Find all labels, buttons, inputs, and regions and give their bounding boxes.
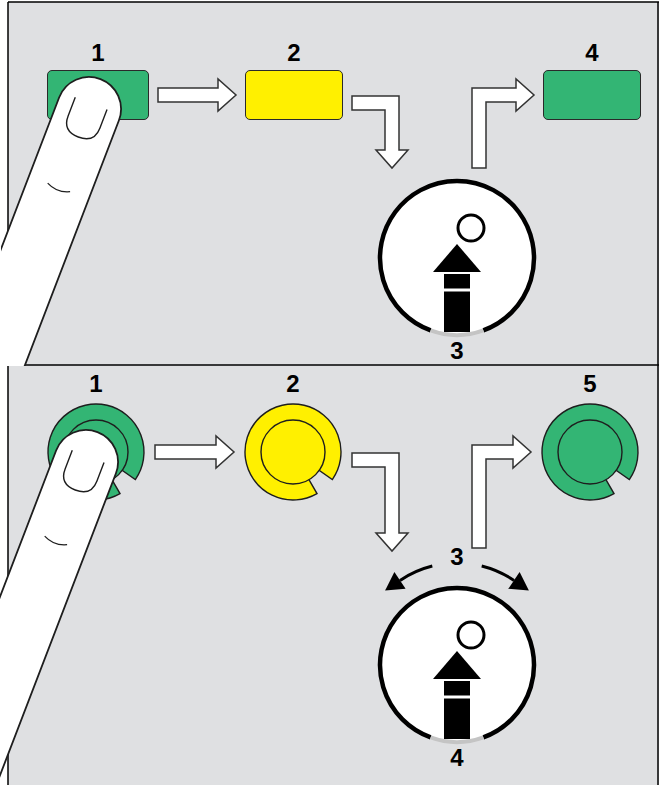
step-number: 4 bbox=[450, 746, 463, 770]
flow-arrow bbox=[352, 453, 408, 551]
step-number: 3 bbox=[450, 545, 463, 569]
push-button: 1 bbox=[46, 402, 146, 502]
flow-arrow bbox=[155, 436, 234, 468]
pointer-shaft bbox=[444, 681, 470, 739]
rotation-arrow bbox=[482, 566, 514, 580]
button-rim bbox=[542, 404, 638, 500]
step-number: 2 bbox=[286, 372, 299, 396]
finger-crease bbox=[47, 183, 70, 194]
rotation-arrow bbox=[400, 566, 432, 580]
button-outline bbox=[46, 402, 146, 502]
flow-arrow bbox=[472, 436, 531, 548]
push-button: 2 bbox=[243, 402, 343, 502]
push-button: 5 bbox=[540, 402, 640, 502]
button-cap bbox=[64, 420, 128, 484]
finger-outline bbox=[0, 421, 127, 785]
pointer-arrow bbox=[433, 651, 481, 679]
finger bbox=[0, 421, 127, 785]
panel-border bbox=[7, 2, 9, 785]
rotation-arrowhead bbox=[385, 572, 406, 590]
flow-arrow bbox=[158, 79, 236, 111]
panel-fill bbox=[8, 2, 659, 785]
button-cap bbox=[558, 420, 622, 484]
status-light: 4 bbox=[543, 70, 641, 120]
flow-arrow bbox=[472, 79, 534, 168]
knob-face bbox=[380, 588, 534, 742]
button-rim bbox=[48, 404, 144, 500]
pointer-arrow bbox=[433, 244, 481, 272]
finger-nail bbox=[62, 97, 107, 143]
button-outline bbox=[243, 402, 343, 502]
step-number: 5 bbox=[583, 372, 596, 396]
step-number: 3 bbox=[450, 339, 463, 363]
finger-outline bbox=[1, 68, 130, 366]
step-number: 1 bbox=[89, 372, 102, 396]
pointer-stripe bbox=[441, 289, 473, 292]
knob-outline bbox=[377, 178, 537, 338]
button-outline bbox=[540, 402, 640, 502]
knob-marker bbox=[458, 622, 484, 648]
button-rim bbox=[245, 404, 341, 500]
pointer-shaft bbox=[444, 274, 470, 332]
flow-arrow bbox=[352, 96, 408, 168]
button-cap bbox=[261, 420, 325, 484]
knob-outline bbox=[377, 585, 537, 745]
status-light: 1 bbox=[47, 70, 149, 120]
pointer-stripe bbox=[441, 696, 473, 699]
rotary-knob: 3 bbox=[377, 178, 537, 338]
knob-marker bbox=[458, 215, 484, 241]
rotation-arrowhead bbox=[508, 572, 529, 590]
rotary-knob: 34 bbox=[377, 585, 537, 745]
step-number: 4 bbox=[585, 41, 598, 65]
step-number: 2 bbox=[287, 41, 300, 65]
finger-nail bbox=[59, 450, 104, 496]
finger-crease bbox=[44, 536, 67, 547]
panel-border bbox=[8, 1, 659, 3]
panel-border bbox=[657, 2, 659, 785]
status-light: 2 bbox=[245, 70, 343, 120]
panel-divider bbox=[8, 364, 659, 366]
step-number: 1 bbox=[91, 41, 104, 65]
knob-face bbox=[380, 181, 534, 335]
finger bbox=[1, 68, 130, 366]
